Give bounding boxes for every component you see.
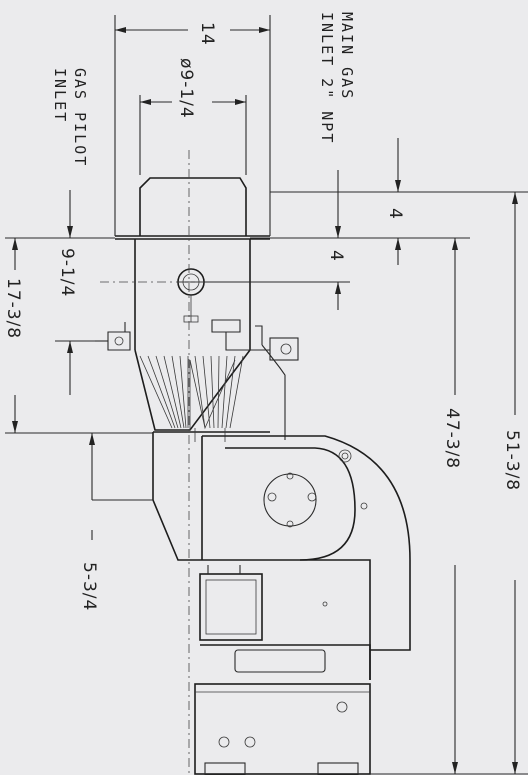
burner-cylinder [134,239,251,350]
dim-right-47-3-8: 47-3/8 [442,408,462,469]
dim-left-17-3-8: 17-3/8 [3,278,23,339]
blower-housing [201,435,411,680]
burner-top-cap [139,177,247,236]
label-main-gas-1: MAIN GAS [338,12,356,100]
dim-pilot-9-1-4: 9-1/4 [57,248,77,297]
dim-top-width: 14 [197,22,217,46]
burner-cone [134,349,251,431]
dim-right-51-3-8: 51-3/8 [502,430,522,491]
dim-right-4-upper: 4 [385,208,405,220]
pilot-assembly [107,331,131,351]
label-main-gas-2: INLET 2" NPT [318,12,336,144]
callout-labels: MAIN GAS INLET 2" NPT GAS PILOT INLET [51,12,356,167]
dim-diameter: ø9-1/4 [176,58,196,119]
dim-left-5-3-4: 5-3/4 [79,562,99,611]
lower-housing [152,432,202,561]
gas-valve-box [269,337,299,361]
label-gas-pilot-1: GAS PILOT [71,68,89,167]
blower-motor-cover [263,473,317,527]
junction-box [199,573,263,641]
burner-body [95,150,411,775]
lower-plate [234,649,326,673]
dim-right-4-lower: 4 [326,250,346,262]
dimension-lines [5,15,528,775]
base-box [194,683,371,775]
dimension-labels: 14 ø9-1/4 4 4 9-1/4 17-3/8 5-3/4 47-3/8 … [3,22,522,611]
label-gas-pilot-2: INLET [51,68,69,123]
